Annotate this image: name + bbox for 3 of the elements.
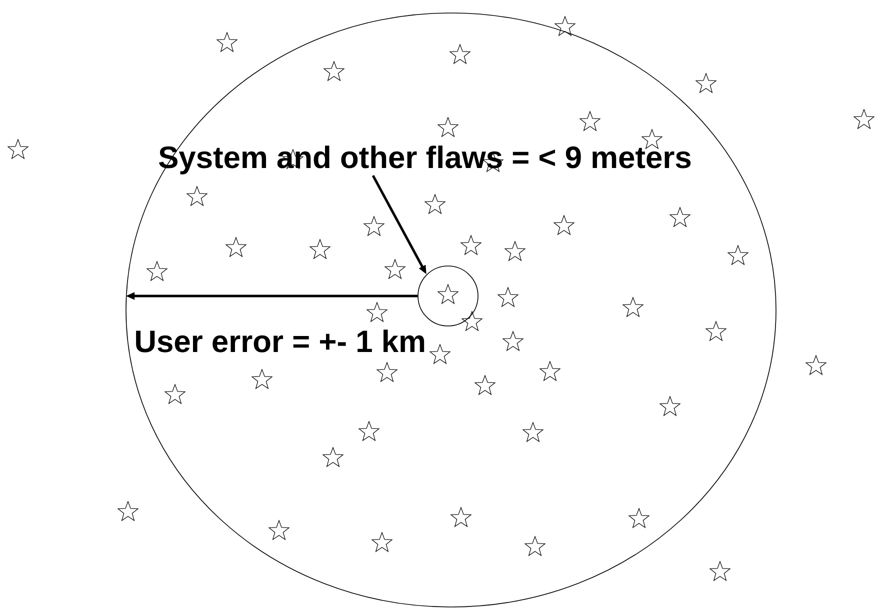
measure-label: User error = +- 1 km [136,330,424,352]
outer-circle [126,12,776,608]
inner-circle [418,266,478,326]
